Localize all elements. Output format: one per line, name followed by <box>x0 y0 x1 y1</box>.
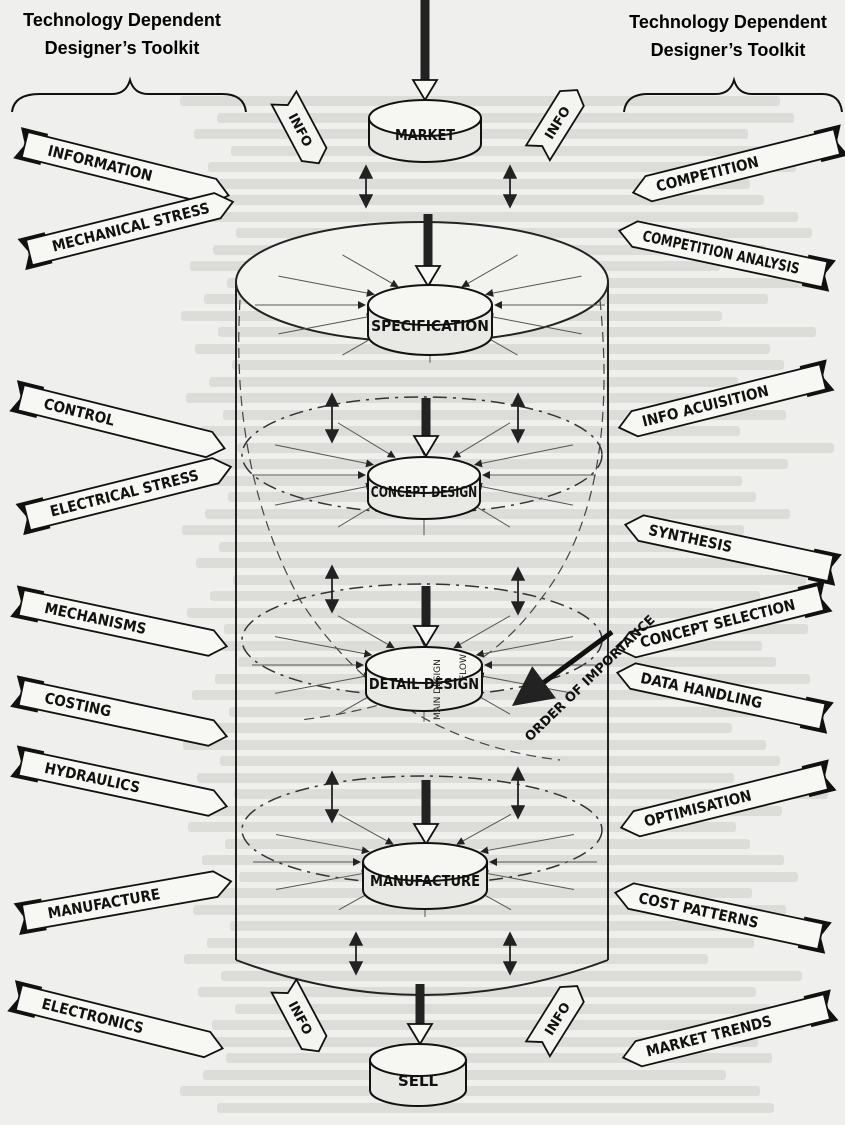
radial-arrow <box>275 486 372 506</box>
flow-arrow <box>414 398 438 456</box>
flow-arrow <box>413 0 437 100</box>
main-design-label: MAIN DESIGN <box>433 659 443 720</box>
right-tool-data-handling: DATA HANDLING <box>614 657 834 734</box>
right-tool-competition: COMPETITION <box>629 124 845 208</box>
info-top-right: INFO <box>526 83 589 161</box>
left-tool-hydraulics: HYDRAULICS <box>10 745 230 822</box>
stage-concept-design: CONCEPT DESIGN <box>368 457 480 519</box>
info-bottom-right: INFO <box>526 979 589 1057</box>
right-brace <box>624 80 842 112</box>
right-tool-cost-patterns: COST PATTERNS <box>612 877 832 954</box>
stage-sell: SELL <box>370 1044 466 1106</box>
flow-label: FLOW <box>459 654 469 680</box>
stage-specification: SPECIFICATION <box>368 285 492 355</box>
left-tool-costing: COSTING <box>10 675 230 752</box>
radial-arrow <box>478 675 573 693</box>
radial-arrow <box>338 423 394 457</box>
stage-label: MANUFACTURE <box>370 872 480 890</box>
left-tool-manufacture: MANUFACTURE <box>14 866 234 935</box>
left-tool-control: CONTROL <box>9 380 228 464</box>
radial-arrow <box>482 834 574 851</box>
radial-arrow <box>476 445 573 465</box>
radial-arrow <box>275 445 372 465</box>
stage-label: SELL <box>398 1072 438 1090</box>
info-top-left: INFO <box>272 91 331 169</box>
radial-arrow <box>276 834 368 851</box>
info-bottom-left: INFO <box>272 979 331 1057</box>
radial-arrow <box>338 616 393 647</box>
radial-arrow <box>454 423 510 457</box>
flow-arrow <box>414 586 438 646</box>
left-tool-electrical-stress: ELECTRICAL STRESS <box>16 451 235 535</box>
radial-arrow <box>478 637 573 655</box>
right-tool-synthesis: SYNTHESIS <box>622 509 842 586</box>
radial-arrow <box>275 637 370 655</box>
left-tool-mechanical-stress: MECHANICAL STRESS <box>18 186 237 270</box>
left-brace <box>12 80 246 112</box>
flow-arrow <box>414 780 438 844</box>
left-tool-electronics: ELECTRONICS <box>7 980 226 1064</box>
right-tool-market-trends: MARKET TRENDS <box>619 989 838 1073</box>
stage-manufacture: MANUFACTURE <box>363 843 487 909</box>
left-tool-mechanisms: MECHANISMS <box>10 585 230 662</box>
radial-arrow <box>482 873 574 890</box>
left-tool-label: ELECTRONICS <box>40 995 145 1038</box>
stage-label: MARKET <box>395 126 456 144</box>
radial-arrow <box>458 814 511 843</box>
stage-label: SPECIFICATION <box>371 317 489 335</box>
radial-arrow <box>339 814 392 843</box>
stage-market: MARKET <box>369 100 481 162</box>
right-tool-competition-analysis: COMPETITION ANALYSIS <box>616 215 836 292</box>
stage-label: CONCEPT DESIGN <box>371 483 477 501</box>
flow-arrow <box>408 984 432 1044</box>
right-tool-label: COST PATTERNS <box>637 889 760 932</box>
right-tool-info-acuisition: INFO ACUISITION <box>615 359 834 443</box>
right-tool-optimisation: OPTIMISATION <box>617 759 836 843</box>
